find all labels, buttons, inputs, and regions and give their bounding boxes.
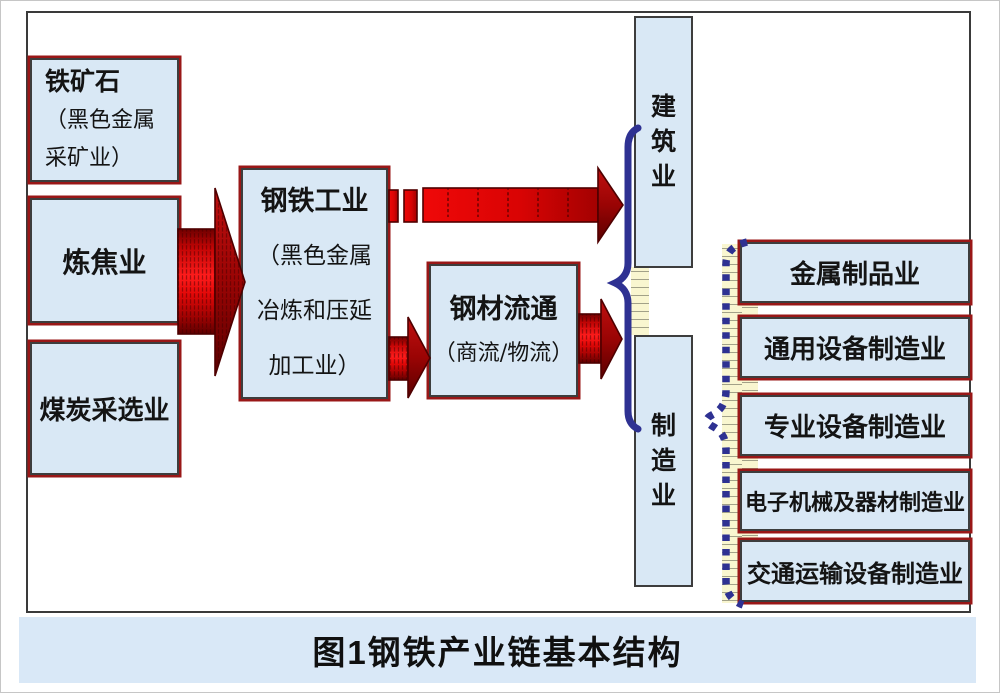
brace-gap-panel bbox=[631, 267, 649, 335]
box-iron-ore-title: 铁矿石 bbox=[45, 67, 121, 96]
box-iron-ore-sub: （黑色金属 bbox=[45, 107, 156, 133]
box-manufacturing-label: 制造业 bbox=[650, 411, 676, 510]
box-special-equipment-label: 专业设备制造业 bbox=[763, 412, 946, 442]
box-steel-industry-sub: （黑色金属 bbox=[257, 242, 372, 269]
box-steel-distribution: 钢材流通 （商流/物流） bbox=[429, 264, 578, 397]
right-brace-panel bbox=[722, 244, 742, 603]
box-coal-mining-label: 煤炭采选业 bbox=[39, 395, 170, 425]
box-steel-distribution-sub: （商流/物流） bbox=[433, 340, 574, 366]
box-steel-industry-sub: 加工业） bbox=[268, 352, 361, 379]
box-manufacturing: 制造业 bbox=[634, 335, 693, 587]
right-gap-panel bbox=[742, 378, 758, 395]
right-gap-panel bbox=[742, 531, 758, 540]
box-steel-industry: 钢铁工业 （黑色金属 冶炼和压延 加工业） bbox=[241, 168, 388, 399]
box-general-equipment: 通用设备制造业 bbox=[740, 317, 970, 378]
box-general-equipment-label: 通用设备制造业 bbox=[763, 334, 946, 364]
box-transport-equipment: 交通运输设备制造业 bbox=[740, 540, 970, 602]
box-coking: 炼焦业 bbox=[30, 198, 179, 323]
box-transport-equipment-label: 交通运输设备制造业 bbox=[747, 560, 963, 588]
right-gap-panel bbox=[742, 456, 758, 471]
box-steel-distribution-title: 钢材流通 bbox=[449, 293, 558, 324]
box-metal-products-label: 金属制品业 bbox=[789, 259, 920, 289]
box-construction-label: 建筑业 bbox=[650, 92, 676, 191]
box-metal-products: 金属制品业 bbox=[740, 242, 970, 303]
box-iron-ore-sub: 采矿业） bbox=[45, 145, 134, 171]
box-steel-industry-title: 钢铁工业 bbox=[260, 185, 369, 216]
box-iron-ore: 铁矿石 （黑色金属 采矿业） bbox=[30, 58, 179, 182]
box-coal-mining: 煤炭采选业 bbox=[30, 342, 179, 475]
box-electronic-machinery-label: 电子机械及器材制造业 bbox=[744, 490, 965, 515]
box-coking-label: 炼焦业 bbox=[62, 246, 147, 278]
box-construction: 建筑业 bbox=[634, 16, 693, 268]
figure-caption: 图1钢铁产业链基本结构 bbox=[312, 634, 683, 671]
box-steel-industry-sub: 冶炼和压延 bbox=[257, 297, 372, 324]
diagram-frame bbox=[26, 11, 971, 613]
right-gap-panel bbox=[742, 303, 758, 317]
box-special-equipment: 专业设备制造业 bbox=[740, 395, 970, 456]
box-electronic-machinery: 电子机械及器材制造业 bbox=[740, 471, 970, 531]
caption-band: 图1钢铁产业链基本结构 bbox=[19, 617, 976, 683]
